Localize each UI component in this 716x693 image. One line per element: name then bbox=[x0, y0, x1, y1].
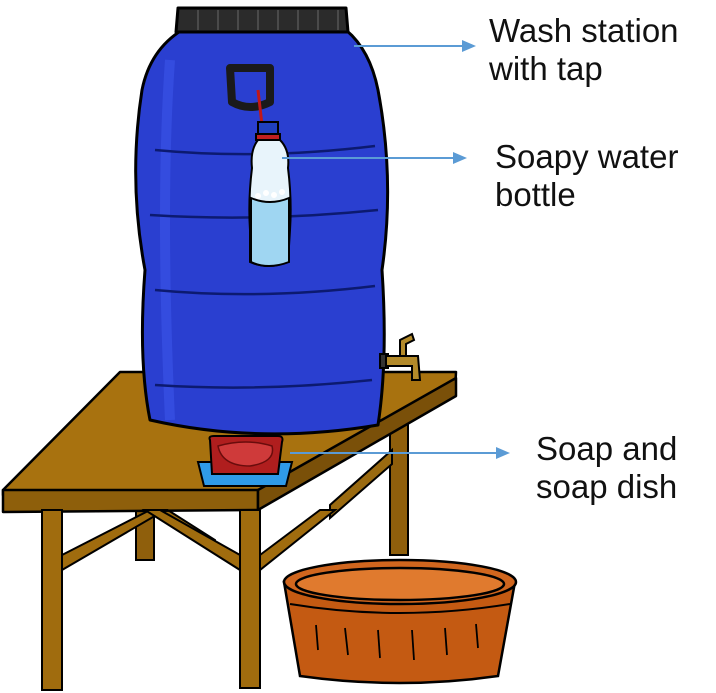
label-soap-and-dish: Soap and soap dish bbox=[536, 430, 678, 505]
label-soapy-water-bottle: Soapy water bottle bbox=[495, 138, 679, 213]
tap-icon bbox=[379, 332, 422, 381]
label-arrows bbox=[282, 40, 510, 459]
basin-icon bbox=[282, 558, 518, 685]
label-wash-station: Wash station with tap bbox=[489, 12, 679, 87]
table-front-edge bbox=[1, 488, 260, 514]
table-side-edge bbox=[256, 376, 458, 512]
drum-handle bbox=[226, 64, 274, 111]
soap-icon bbox=[196, 435, 294, 487]
table-legs-front bbox=[41, 509, 338, 691]
water-bottle-icon bbox=[248, 121, 292, 267]
drum-lid bbox=[174, 6, 350, 34]
